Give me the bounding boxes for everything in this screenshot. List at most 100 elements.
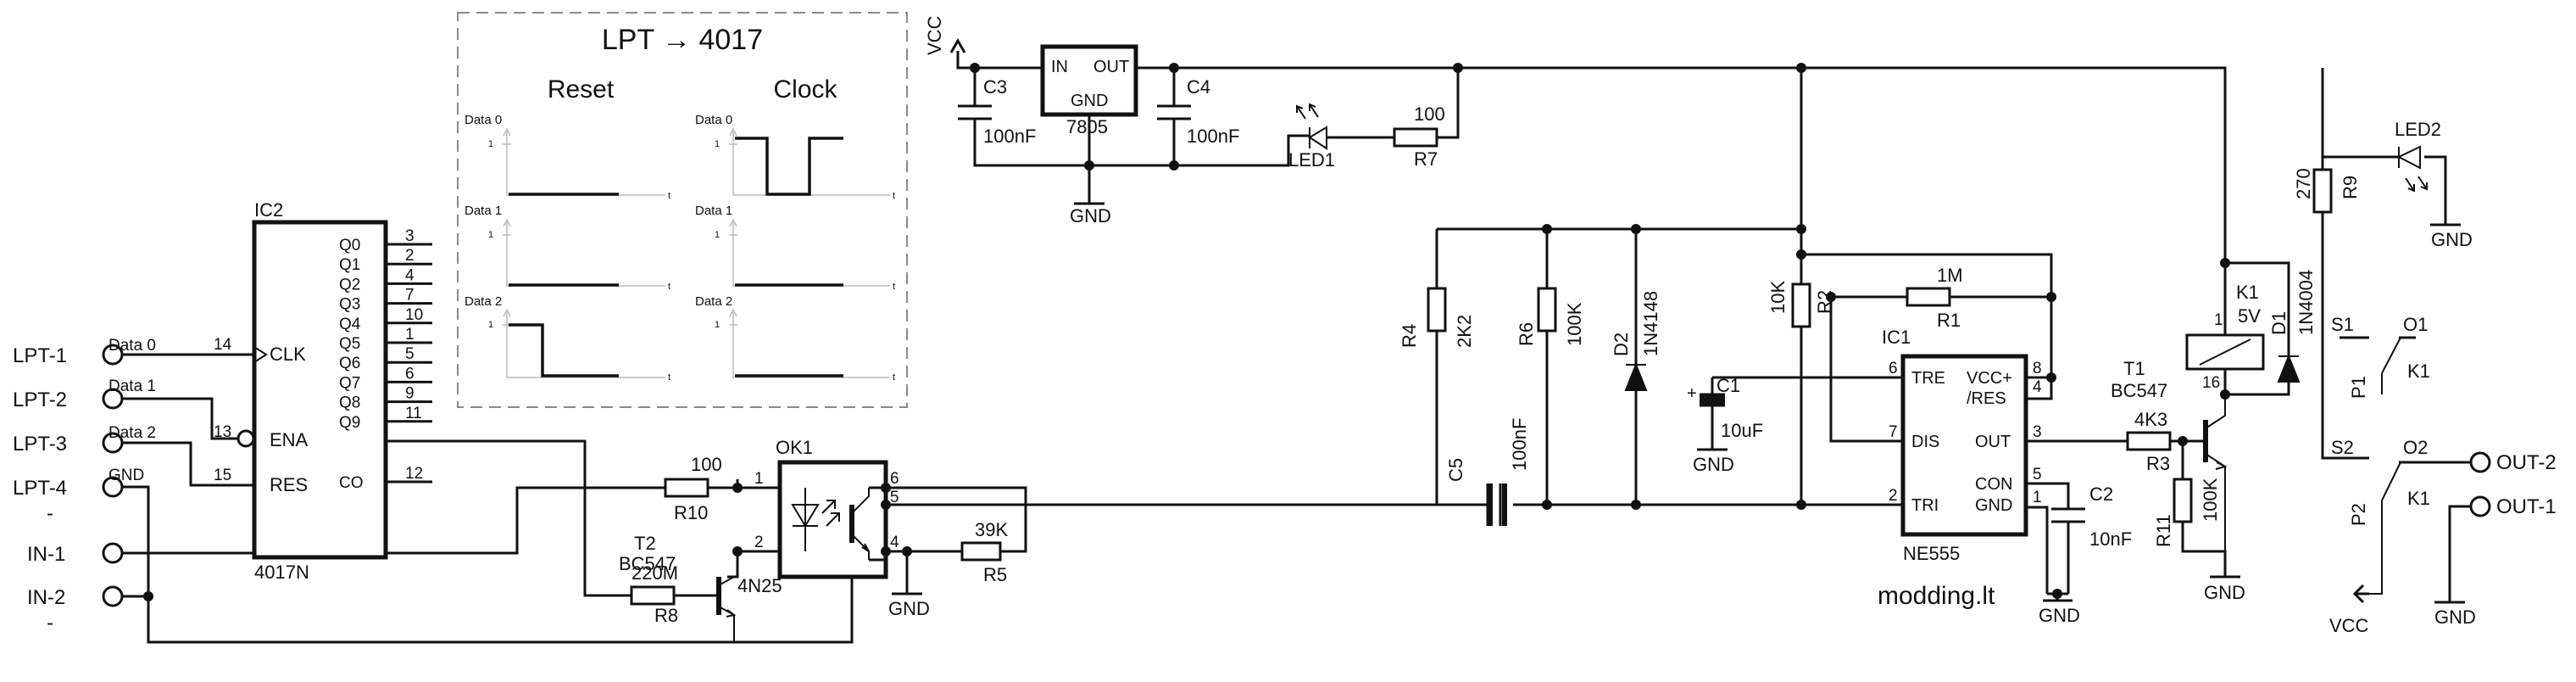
ic2-output-q2: Q2 xyxy=(339,276,360,293)
led1-symbol xyxy=(1308,126,1327,150)
k1a-contact xyxy=(2381,337,2401,394)
c1-fill xyxy=(1700,394,1725,405)
regulator-out: OUT xyxy=(1093,58,1129,76)
reset-label-data1: Data 1 xyxy=(465,204,502,218)
clock-label-data1: Data 1 xyxy=(695,204,732,218)
ic2-pin-number: 5 xyxy=(405,345,414,363)
r6-value: 100K xyxy=(1564,302,1585,346)
ic2-output-q5: Q5 xyxy=(339,335,360,353)
k1-name: K1 xyxy=(2236,282,2259,303)
lpt3-label: LPT-3 xyxy=(13,433,67,456)
reset-one-1: 1 xyxy=(488,230,493,240)
r3-name: R3 xyxy=(2146,453,2170,474)
reset-t-2: t xyxy=(668,372,670,383)
clock-axes xyxy=(729,127,890,378)
ic2-output-q6: Q6 xyxy=(339,355,360,372)
clock-label-data2: Data 2 xyxy=(695,294,732,309)
r5-body xyxy=(960,541,1002,562)
reg-gnd-label: GND xyxy=(1070,205,1111,226)
ic1-gnd-label: GND xyxy=(2039,605,2080,626)
r3-value: 4K3 xyxy=(2134,409,2167,430)
k1a-label: K1 xyxy=(2407,361,2430,382)
r6-name: R6 xyxy=(1516,322,1537,346)
opto-pin6: 6 xyxy=(890,470,899,488)
clock-t-1: t xyxy=(893,282,895,292)
led1-arrows xyxy=(1296,103,1319,120)
t2-name: T2 xyxy=(634,533,656,554)
lpt4-minus: - xyxy=(47,502,53,525)
ic2-output-q3: Q3 xyxy=(339,296,360,314)
r3-body xyxy=(2126,431,2172,451)
c4-value: 100nF xyxy=(1187,126,1239,147)
reset-t-1: t xyxy=(668,282,670,292)
clock-one-1: 1 xyxy=(715,230,720,240)
ic1-pin-out: OUT xyxy=(1975,433,2011,451)
r1-body xyxy=(1906,287,1951,307)
ic2-output-q9: Q9 xyxy=(339,414,360,432)
led1-name: LED1 xyxy=(1288,149,1335,170)
clock-t-0: t xyxy=(893,191,895,201)
ic2-part: 4017N xyxy=(254,562,309,583)
opto-led xyxy=(791,488,820,551)
junction-in2 xyxy=(143,591,153,601)
ic2-output-co: CO xyxy=(339,474,364,492)
clock-label-data0: Data 0 xyxy=(695,113,732,127)
out2-label: OUT-2 xyxy=(2496,451,2557,474)
opto-gnd-label: GND xyxy=(888,598,930,619)
wire-label-data0: Data 0 xyxy=(108,337,156,355)
ic2-output-q7: Q7 xyxy=(339,374,360,392)
c5-value: 100nF xyxy=(1509,418,1530,471)
ic2-clk: CLK xyxy=(270,344,306,365)
junction-ic1-gnd xyxy=(2052,589,2062,599)
r9-value: 270 xyxy=(2293,168,2314,199)
p2-label: P2 xyxy=(2348,503,2369,526)
relay-vcc-label: VCC xyxy=(2329,615,2369,636)
led2-arrows xyxy=(2405,176,2428,193)
in2-terminal xyxy=(102,585,124,607)
opto-pin5: 5 xyxy=(890,489,899,506)
vcc-arrow xyxy=(949,37,975,70)
lpt-wires xyxy=(122,353,883,644)
ic2-ena: ENA xyxy=(270,429,309,450)
timing-diagram: LPT → 4017 Reset Clock Data 0 Data 1 Dat… xyxy=(457,12,908,408)
out2-terminal xyxy=(2469,451,2491,473)
in2-label: IN-2 xyxy=(27,586,65,609)
r8-name: R8 xyxy=(654,605,678,626)
in2-minus: - xyxy=(47,612,53,634)
ic2-output-q1: Q1 xyxy=(339,256,360,274)
opto-transistor xyxy=(851,488,870,560)
ic2-pin-number: 1 xyxy=(405,326,414,344)
vcc-label: VCC xyxy=(924,15,945,55)
r11-body xyxy=(2173,478,2193,523)
ic1-pinnum-8: 8 xyxy=(2033,360,2042,377)
s2-label: S2 xyxy=(2331,437,2354,458)
r10-body xyxy=(664,478,709,498)
opto-pin4: 4 xyxy=(890,534,899,551)
ic2-pin-number: 6 xyxy=(405,365,414,383)
c1-plus: + xyxy=(1687,384,1697,403)
clock-t-2: t xyxy=(893,372,895,383)
led2-name: LED2 xyxy=(2395,119,2441,140)
out-gnd-label: GND xyxy=(2434,607,2476,628)
r11-name: R11 xyxy=(2153,514,2174,547)
output-contacts: 270 R9 LED2 GND S1 O1 P1 K1 S2 O2 P2 K1 … xyxy=(2223,68,2557,636)
opto-gnd-symbol xyxy=(892,551,922,595)
c5-name: C5 xyxy=(1445,458,1466,482)
k1b-contact xyxy=(2369,461,2401,595)
ic2-res: RES xyxy=(270,474,308,495)
opto-pin1: 1 xyxy=(754,470,764,488)
regulator-in: IN xyxy=(1051,58,1068,76)
clock-one-0: 1 xyxy=(715,139,720,149)
lpt1-label: LPT-1 xyxy=(13,344,67,367)
lpt-connectors: LPT-1 LPT-2 LPT-3 LPT-4 - IN-1 IN-2 - Da… xyxy=(13,337,156,634)
junction-r6-bottom xyxy=(1542,500,1552,510)
r10-name: R10 xyxy=(674,502,708,523)
r5-value: 39K xyxy=(975,519,1008,540)
o1-label: O1 xyxy=(2403,314,2428,335)
s1-label: S1 xyxy=(2331,314,2354,335)
ic1-pin-con: CON xyxy=(1975,475,2012,494)
wire-label-gnd: GND xyxy=(108,467,144,484)
ic1-pinnum-3: 3 xyxy=(2033,423,2042,441)
ic1-pin-vcc: VCC+ xyxy=(1967,369,2012,388)
